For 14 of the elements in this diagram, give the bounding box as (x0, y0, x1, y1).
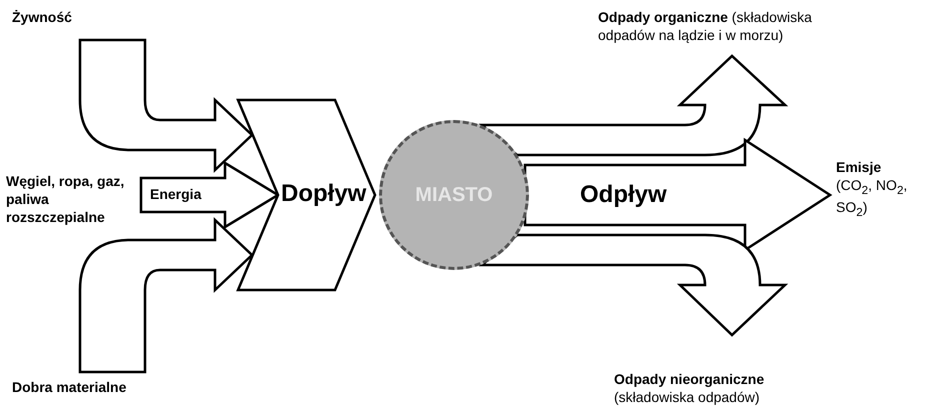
block-arrow (480, 54, 786, 156)
output-label: Emisje (CO$_{2}$, NO$_{2}$, SO$_{2}$) (836, 158, 916, 220)
node-label: Dopływ (281, 180, 366, 208)
block-arrow (78, 218, 254, 374)
block-arrow (78, 38, 254, 172)
input-label: Węgiel, ropa, gaz, paliwa rozszczepialne (6, 172, 134, 227)
chevron-shape (238, 100, 375, 290)
block-arrow (480, 234, 786, 336)
edge-label: Odpływ (580, 181, 667, 209)
output-label: Odpady nieorganiczne (składowiska odpadów) (614, 370, 814, 406)
edge-label: Energia (150, 186, 202, 202)
input-label: Dobra materialne (12, 378, 182, 396)
input-label: Żywność (12, 8, 122, 26)
output-label: Odpady organiczne (składowiska odpadów na lądzie i w morzu) (598, 8, 870, 44)
